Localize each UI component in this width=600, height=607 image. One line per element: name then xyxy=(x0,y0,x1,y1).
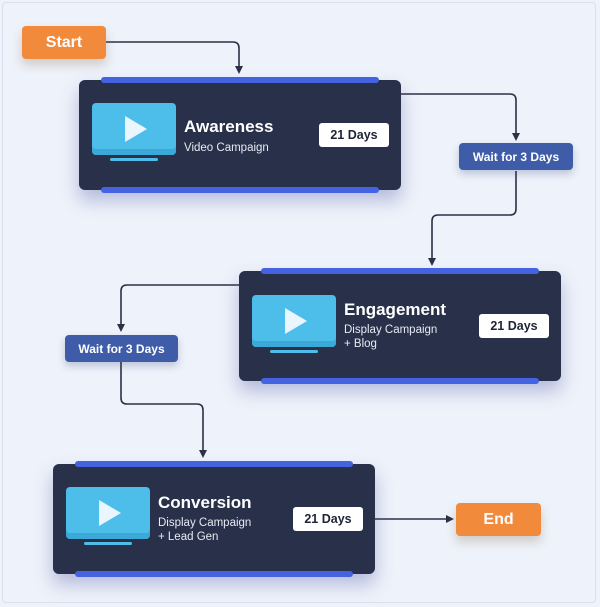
connector-wait1-engagement xyxy=(428,171,517,266)
stage-card-conversion: Conversion Display Campaign + Lead Gen 2… xyxy=(53,461,375,577)
stage-subtitle: Video Campaign xyxy=(184,142,269,154)
card-accent-bottom xyxy=(75,571,353,577)
wait-node-1: Wait for 3 Days xyxy=(459,143,573,170)
connector-engagement-wait2 xyxy=(117,284,239,332)
play-icon xyxy=(285,308,307,334)
play-icon xyxy=(125,116,147,142)
connector-start-awareness xyxy=(106,41,243,74)
duration-badge: 21 Days xyxy=(319,123,389,147)
start-node: Start xyxy=(22,26,106,59)
card-accent-top xyxy=(101,77,379,83)
video-monitor-icon xyxy=(92,103,176,161)
card-accent-bottom xyxy=(261,378,539,384)
duration-badge: 21 Days xyxy=(293,507,363,531)
stage-subtitle: Display Campaign + Blog xyxy=(344,324,438,350)
card-accent-bottom xyxy=(101,187,379,193)
wait-node-2: Wait for 3 Days xyxy=(65,335,178,362)
end-node: End xyxy=(456,503,541,536)
card-accent-top xyxy=(75,461,353,467)
stage-card-awareness: Awareness Video Campaign 21 Days xyxy=(79,77,401,193)
card-accent-top xyxy=(261,268,539,274)
connector-awareness-wait1 xyxy=(401,93,520,141)
stage-title: Engagement xyxy=(344,300,447,319)
stage-card-engagement: Engagement Display Campaign + Blog 21 Da… xyxy=(239,268,561,384)
stage-title: Conversion xyxy=(158,493,252,512)
duration-badge: 21 Days xyxy=(479,314,549,338)
connector-wait2-conversion xyxy=(120,362,207,458)
play-icon xyxy=(99,500,121,526)
stage-title: Awareness xyxy=(184,117,274,136)
video-monitor-icon xyxy=(66,487,150,545)
stage-subtitle: Display Campaign + Lead Gen xyxy=(158,517,252,543)
video-monitor-icon xyxy=(252,295,336,353)
